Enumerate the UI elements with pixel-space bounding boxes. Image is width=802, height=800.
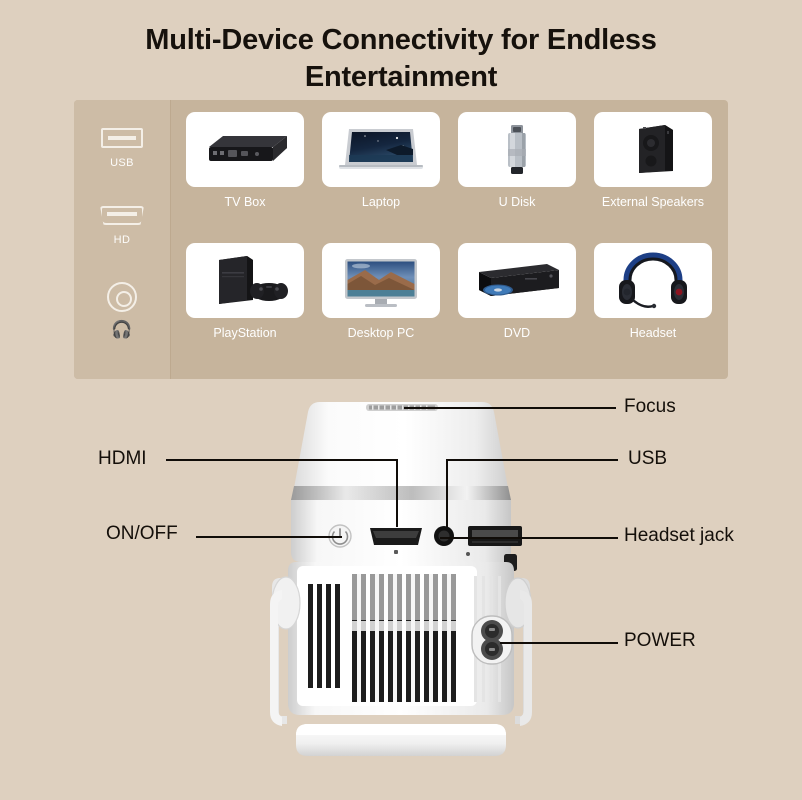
usb-port-icon	[101, 128, 143, 148]
playstation-icon	[219, 255, 288, 304]
device-item-dvd[interactable]: DVD	[454, 243, 580, 368]
port-headphone-jack: 🎧	[74, 282, 170, 338]
usb-leader-line	[446, 459, 618, 461]
port-hdmi: HD	[74, 206, 170, 246]
device-item-u-disk[interactable]: U Disk	[454, 112, 580, 237]
device-label: TV Box	[224, 195, 266, 209]
projector-illustration	[236, 378, 566, 788]
projector-ports-column: USB HD 🎧	[74, 100, 171, 379]
headset-icon	[619, 252, 687, 308]
device-item-external-speakers[interactable]: External Speakers	[590, 112, 716, 237]
projector-svg	[270, 402, 532, 756]
usb-flash-drive-icon	[508, 124, 526, 174]
callout-focus: Focus	[624, 396, 676, 417]
callout-on-off: ON/OFF	[106, 523, 178, 544]
device-card	[594, 112, 712, 187]
projector-port-face	[328, 524, 522, 571]
device-label: U Disk	[498, 195, 536, 209]
device-label: External Speakers	[601, 195, 705, 209]
dvd-player-icon	[479, 263, 559, 296]
callout-usb: USB	[628, 448, 668, 469]
device-card	[322, 243, 440, 318]
headphones-icon: 🎧	[111, 320, 133, 339]
port-usb: USB	[74, 128, 170, 169]
device-card	[186, 112, 304, 187]
device-item-playstation[interactable]: PlayStation	[182, 243, 308, 368]
headset-jack-leader-line	[440, 537, 618, 539]
device-item-laptop[interactable]: Laptop	[318, 112, 444, 237]
page-title: Multi-Device Connectivity for Endless En…	[145, 24, 657, 93]
on-off-leader-line	[196, 536, 342, 538]
device-card	[186, 243, 304, 318]
headphone-jack-icon	[107, 282, 137, 312]
device-label: Headset	[629, 326, 677, 340]
port-headphone-glyph: 🎧	[74, 321, 170, 338]
device-label: PlayStation	[213, 326, 277, 340]
device-label: DVD	[503, 326, 531, 340]
power-socket-icon	[471, 615, 513, 665]
hdmi-port-icon	[100, 206, 144, 225]
device-item-desktop-pc[interactable]: Desktop PC	[318, 243, 444, 368]
port-hdmi-label: HD	[113, 234, 131, 246]
device-label: Desktop PC	[347, 326, 415, 340]
desktop-monitor-icon	[345, 258, 417, 307]
device-card	[594, 243, 712, 318]
device-card	[458, 112, 576, 187]
hdmi-leader-line	[166, 459, 397, 461]
tv-box-icon	[209, 135, 287, 161]
device-item-tv-box[interactable]: TV Box	[182, 112, 308, 237]
device-card	[458, 243, 576, 318]
usb-leader-drop	[446, 459, 448, 527]
device-card	[322, 112, 440, 187]
device-grid: TV Box	[182, 112, 716, 368]
power-leader-line	[500, 642, 618, 644]
hdmi-leader-drop	[396, 459, 398, 527]
laptop-icon	[339, 128, 423, 169]
callout-headset-jack: Headset jack	[624, 525, 734, 546]
focus-leader-line	[404, 407, 616, 409]
callout-power: POWER	[624, 630, 696, 651]
callout-hdmi: HDMI	[98, 448, 147, 469]
port-usb-label: USB	[110, 157, 134, 169]
connectivity-panel: USB HD 🎧	[74, 100, 728, 379]
device-label: Laptop	[361, 195, 401, 209]
device-item-headset[interactable]: Headset	[590, 243, 716, 368]
speaker-icon	[639, 124, 673, 173]
